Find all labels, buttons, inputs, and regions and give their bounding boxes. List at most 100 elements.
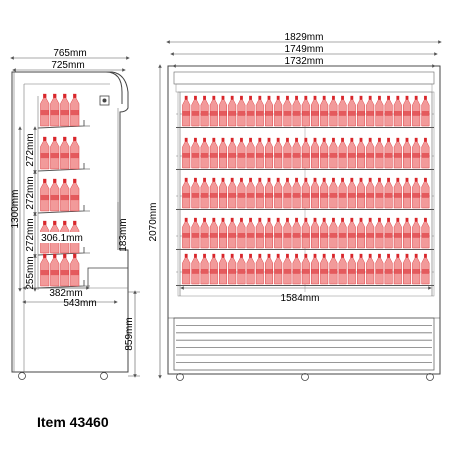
bottle-icon	[320, 177, 329, 209]
bottle-icon	[375, 137, 384, 169]
svg-text:382mm: 382mm	[49, 288, 82, 299]
bottle-icon	[412, 253, 421, 285]
dimension-shelf-spacing-2: 272mm	[25, 170, 37, 216]
dimension-shelf-width: 1584mm	[180, 286, 432, 304]
bottle-icon	[301, 253, 310, 285]
bottle-icon	[412, 95, 421, 127]
bottle-icon	[237, 95, 246, 127]
bottle-icon	[50, 136, 60, 170]
bottle-icon	[347, 137, 356, 169]
bottle-icon	[182, 137, 191, 169]
bottle-icon	[209, 177, 218, 209]
bottle-icon	[237, 253, 246, 285]
bottle-icon	[292, 253, 301, 285]
bottle-icon	[301, 177, 310, 209]
bottle-icon	[228, 177, 237, 209]
bottle-icon	[384, 137, 393, 169]
svg-text:272mm: 272mm	[25, 218, 36, 251]
bottle-icon	[274, 217, 283, 249]
bottle-icon	[70, 136, 80, 170]
svg-text:255mm: 255mm	[25, 256, 36, 289]
bottle-icon	[255, 253, 264, 285]
bottle-icon	[246, 253, 255, 285]
bottle-icon	[403, 137, 411, 169]
bottle-icon	[292, 95, 301, 127]
bottle-icon	[320, 95, 329, 127]
bottle-icon	[338, 137, 347, 169]
bottle-icon	[255, 137, 264, 169]
bottle-icon	[191, 177, 200, 209]
dimension-depth-inner: 725mm	[12, 60, 126, 72]
bottle-icon	[311, 253, 319, 285]
dimension-width-1749: 1749mm	[170, 44, 438, 56]
bottle-icon	[338, 95, 347, 127]
bottle-icon	[283, 253, 292, 285]
dimension-shelf-spacing-1: 272mm	[25, 126, 37, 174]
bottle-icon	[219, 217, 227, 249]
bottle-icon	[384, 95, 393, 127]
dimension-bottom-shelf-gap: 255mm	[25, 254, 37, 292]
bottle-icon	[375, 177, 384, 209]
bottle-icon	[209, 137, 218, 169]
bottle-icon	[412, 137, 421, 169]
bottle-icon	[228, 137, 237, 169]
bottle-icon	[301, 217, 310, 249]
bottle-icon	[60, 253, 70, 287]
dimension-base-382: 382mm	[22, 286, 90, 299]
bottle-icon	[320, 217, 329, 249]
bottle-icon	[329, 95, 338, 127]
svg-text:1584mm: 1584mm	[281, 293, 320, 304]
svg-text:859mm: 859mm	[124, 317, 135, 350]
bottle-icon	[237, 137, 246, 169]
base-grille	[173, 317, 435, 371]
bottle-icon	[182, 177, 191, 209]
dimension-base-height: 859mm	[124, 290, 140, 378]
bottle-icon	[412, 177, 421, 209]
bottle-icon	[70, 178, 80, 212]
dimension-display-height: 1300mm	[10, 126, 22, 292]
bottle-icon	[366, 137, 375, 169]
bottle-icon	[347, 253, 356, 285]
side-view: 765mm 725mm 1300mm 272mm 272mm 272mm 255…	[10, 48, 140, 380]
bottle-icon	[228, 217, 237, 249]
svg-text:2070mm: 2070mm	[148, 203, 159, 242]
bottle-icon	[393, 253, 402, 285]
bottle-icon	[421, 177, 430, 209]
bottle-icon	[403, 177, 411, 209]
bottle-icon	[50, 93, 60, 127]
bottle-icon	[393, 137, 402, 169]
bottle-icon	[357, 217, 365, 249]
bottle-icon	[228, 95, 237, 127]
bottle-icon	[329, 217, 338, 249]
bottle-icon	[311, 95, 319, 127]
svg-text:306.1mm: 306.1mm	[41, 233, 83, 244]
bottle-icon	[255, 95, 264, 127]
bottle-icon	[311, 177, 319, 209]
bottle-icon	[228, 253, 237, 285]
bottle-icon	[50, 178, 60, 212]
bottle-icon	[283, 137, 292, 169]
bottle-icon	[200, 95, 209, 127]
bottle-icon	[384, 253, 393, 285]
bottle-icon	[246, 137, 255, 169]
bottle-icon	[320, 137, 329, 169]
dimension-base-543: 543mm	[22, 298, 118, 309]
bottle-icon	[412, 217, 421, 249]
bottle-icon	[403, 253, 411, 285]
bottle-icon	[274, 253, 283, 285]
bottle-icon	[338, 217, 347, 249]
dimension-shelf-depth: 306.1mm	[40, 232, 84, 244]
bottle-icon	[292, 217, 301, 249]
svg-text:543mm: 543mm	[63, 298, 96, 309]
bottle-icon	[191, 137, 200, 169]
bottle-icon	[70, 93, 80, 127]
bottle-icon	[338, 177, 347, 209]
bottle-icon	[60, 178, 70, 212]
bottle-icon	[191, 217, 200, 249]
bottle-icon	[366, 95, 375, 127]
bottle-icon	[191, 95, 200, 127]
bottle-icon	[200, 217, 209, 249]
dimension-width-1732: 1732mm	[172, 56, 436, 68]
svg-text:1829mm: 1829mm	[285, 32, 324, 43]
bottle-icon	[403, 95, 411, 127]
